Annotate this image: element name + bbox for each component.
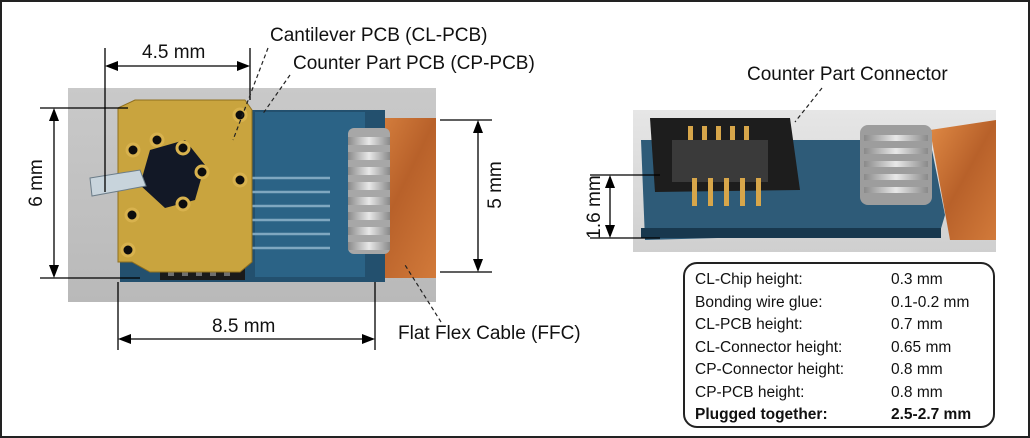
spec-row-total: Plugged together: 2.5-2.7 mm bbox=[695, 404, 993, 427]
cp-connector-label: Counter Part Connector bbox=[747, 64, 948, 85]
spec-label: CP-Connector height: bbox=[695, 361, 845, 378]
ffc-label: Flat Flex Cable (FFC) bbox=[398, 323, 581, 344]
right-ffc bbox=[930, 120, 996, 240]
cl-chip bbox=[140, 140, 205, 208]
spec-value: 0.7 mm bbox=[891, 316, 943, 333]
spec-total-value: 2.5-2.7 mm bbox=[891, 406, 972, 423]
cl-pcb-label: Cantilever PCB (CL-PCB) bbox=[270, 25, 488, 46]
spec-total-label: Plugged together: bbox=[695, 406, 828, 423]
spec-row: CL-Chip height: 0.3 mm bbox=[695, 269, 993, 292]
cp-connector-pins bbox=[348, 128, 390, 254]
spec-value: 0.1-0.2 mm bbox=[891, 293, 970, 311]
spec-row: CL-Connector height: 0.65 mm bbox=[695, 337, 993, 360]
spec-row: Bonding wire glue: 0.1-0.2 mm bbox=[695, 292, 993, 315]
spec-label: CL-Connector height: bbox=[695, 338, 843, 356]
dim-width-bottom: 8.5 mm bbox=[212, 316, 276, 337]
spec-value: 0.65 mm bbox=[891, 338, 952, 356]
spec-value: 0.8 mm bbox=[891, 361, 943, 378]
dim-height-right: 5 mm bbox=[485, 161, 506, 209]
cp-pcb-label: Counter Part PCB (CP-PCB) bbox=[293, 53, 535, 74]
spec-value: 0.3 mm bbox=[891, 271, 943, 288]
spec-label: CL-PCB height: bbox=[695, 316, 803, 333]
leader-ffc bbox=[404, 264, 442, 323]
dim-width-top: 4.5 mm bbox=[142, 42, 206, 63]
dim-height-left: 6 mm bbox=[26, 159, 47, 207]
right-pins bbox=[860, 125, 932, 205]
spec-label: Bonding wire glue: bbox=[695, 293, 823, 311]
spec-row: CL-PCB height: 0.7 mm bbox=[695, 314, 993, 337]
spec-row: CP-PCB height: 0.8 mm bbox=[695, 382, 993, 405]
spec-label: CL-Chip height: bbox=[695, 271, 803, 288]
dim-height-connector: 1.6 mm bbox=[584, 175, 605, 239]
spec-table: CL-Chip height: 0.3 mm Bonding wire glue:… bbox=[683, 262, 995, 428]
spec-value: 0.8 mm bbox=[891, 383, 943, 401]
cantilever-tip bbox=[89, 169, 147, 197]
leader-cp-pcb bbox=[261, 74, 291, 116]
leader-connector bbox=[794, 87, 823, 123]
spec-row: CP-Connector height: 0.8 mm bbox=[695, 359, 993, 382]
spec-label: CP-PCB height: bbox=[695, 383, 805, 401]
leader-cl-pcb bbox=[232, 47, 269, 141]
